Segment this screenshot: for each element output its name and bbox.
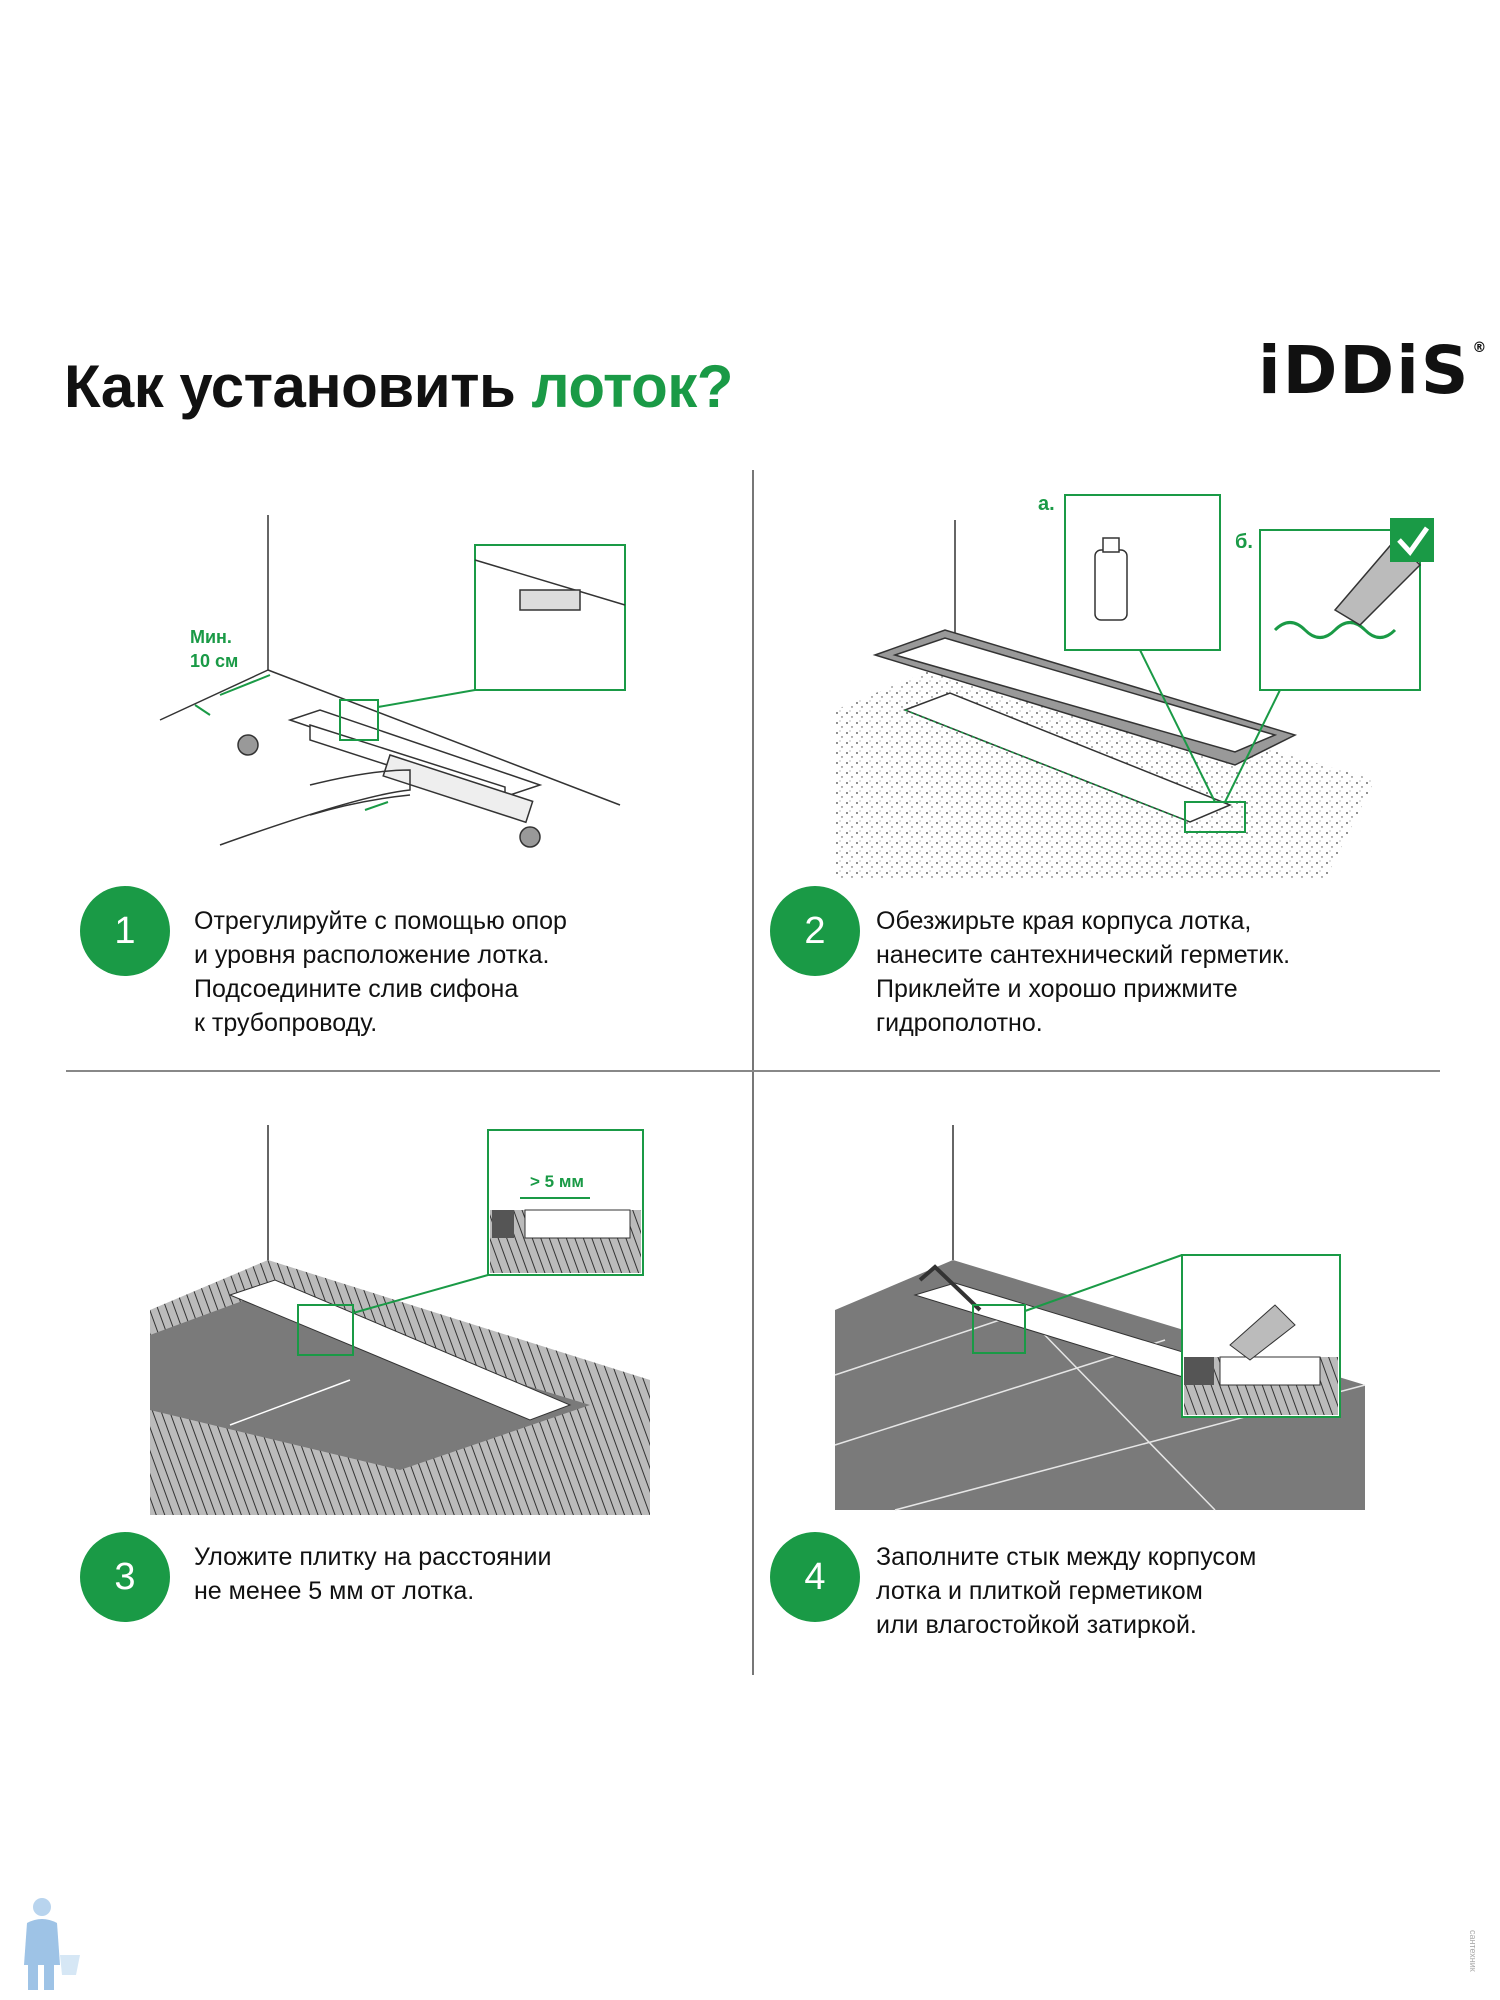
step1-illustration: Мин. 10 см: [159, 515, 626, 848]
step2-illustration: а. б.: [835, 493, 1434, 880]
step-1-text: Отрегулируйте с помощью опор и уровня ра…: [194, 907, 567, 1037]
step-4-badge: 4: [770, 1532, 860, 1622]
title-accent: лоток?: [531, 353, 734, 420]
step-1-badge: 1: [80, 886, 170, 976]
label-a: а.: [1038, 493, 1055, 515]
label-b: б.: [1235, 531, 1253, 553]
title-main: Как установить: [64, 353, 532, 420]
page-title: Как установить лоток?: [64, 352, 733, 421]
brand-logo: iDDiS®: [1258, 332, 1488, 409]
gap-label: > 5 мм: [530, 1172, 584, 1191]
vertical-divider: [752, 470, 754, 1675]
step4-illustration: [834, 1125, 1366, 1511]
step-2-badge: 2: [770, 886, 860, 976]
logo-registered-mark: ®: [1472, 340, 1489, 356]
logo-text: iDDiS: [1258, 332, 1471, 409]
step-4-text: Заполните стык между корпусом лотка и пл…: [876, 1543, 1257, 1639]
side-watermark: сантехник: [1468, 1930, 1478, 1972]
plumber-watermark-icon: [24, 1898, 80, 1990]
step-2-text: Обезжирьте края корпуса лотка, нанесите …: [876, 907, 1291, 1037]
min-distance-label-line2: 10 см: [190, 651, 238, 671]
step-3-badge: 3: [80, 1532, 170, 1622]
step-3-text: Уложите плитку на расстоянии не менее 5 …: [194, 1543, 552, 1605]
horizontal-divider: [66, 1070, 1440, 1072]
step3-illustration: > 5 мм: [150, 1125, 650, 1515]
min-distance-label-line1: Мин.: [190, 627, 232, 647]
